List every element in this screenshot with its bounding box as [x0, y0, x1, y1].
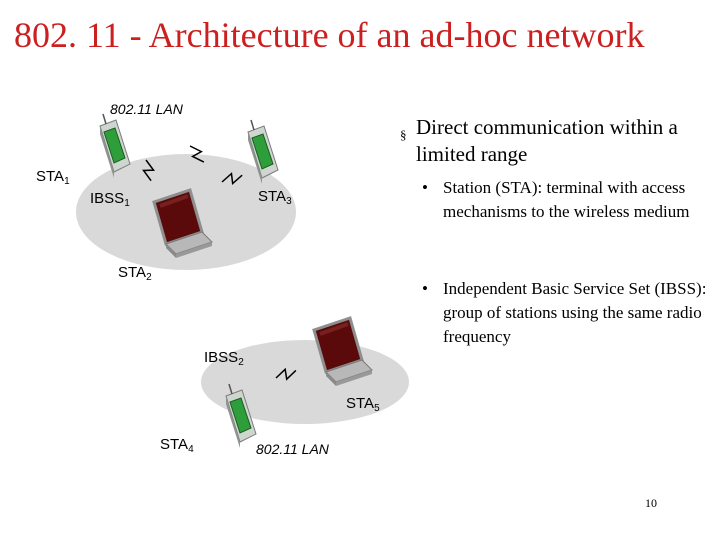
sta4-label: STA4: [160, 436, 194, 455]
sta2-label: STA2: [118, 264, 152, 283]
slide-title: 802. 11 - Architecture of an ad-hoc netw…: [14, 15, 645, 55]
ibss2-label: IBSS2: [204, 349, 244, 368]
sub-bullet-station: • Station (STA): terminal with access me…: [422, 176, 712, 224]
ibss1-label: IBSS1: [90, 190, 130, 209]
page-number: 10: [645, 496, 657, 510]
sub-bullet-marker: •: [422, 279, 428, 298]
main-bullet-text: Direct communication within a limited ra…: [416, 115, 678, 166]
lan-label-top: 802.11 LAN: [110, 101, 183, 117]
main-bullet: § Direct communication within a limited …: [400, 114, 700, 168]
sta5-label: STA5: [346, 395, 380, 414]
main-bullet-marker: §: [400, 127, 407, 142]
sta1-label: STA1: [36, 168, 70, 187]
sta3-label: STA3: [258, 188, 292, 207]
sub-bullet-marker: •: [422, 178, 428, 197]
sub-bullet-text: Station (STA): terminal with access mech…: [443, 178, 690, 221]
sub-bullet-text: Independent Basic Service Set (IBSS): gr…: [443, 279, 707, 346]
sub-bullet-ibss: • Independent Basic Service Set (IBSS): …: [422, 277, 712, 349]
lan-label-bottom: 802.11 LAN: [256, 441, 329, 457]
